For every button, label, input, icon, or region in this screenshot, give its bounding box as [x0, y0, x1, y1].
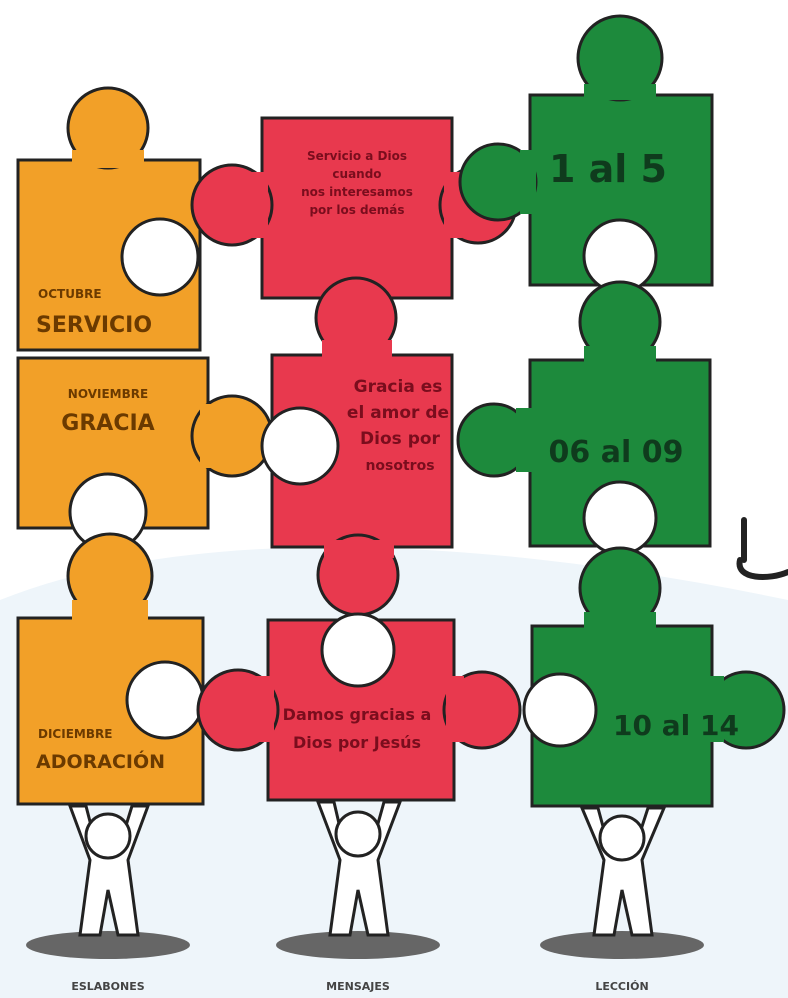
theme-label-servicio: SERVICIO: [36, 313, 152, 338]
message-2-line-2: el amor de: [347, 403, 449, 423]
message-3-line-1: Damos gracias a: [283, 705, 432, 724]
column-label-eslabones: ESLABONES: [71, 980, 144, 993]
figure-left: [26, 804, 190, 959]
column-label-leccion: LECCIÓN: [595, 980, 648, 993]
puzzle-piece-diciembre: [16, 532, 205, 806]
puzzle-piece-leccion-1: [458, 14, 714, 294]
message-1-line-3: nos interesamos: [301, 185, 413, 199]
message-2-line-3: Dios por: [360, 429, 441, 449]
green-column: [456, 14, 786, 808]
figure-middle: [276, 800, 440, 959]
message-3-line-2: Dios por Jesús: [293, 733, 421, 752]
puzzle-piece-octubre: [16, 86, 202, 352]
message-1-line-4: por los demás: [309, 203, 404, 217]
message-2-line-1: Gracia es: [354, 377, 443, 397]
message-2-line-4: nosotros: [365, 458, 434, 474]
lessons-1: 1 al 5: [549, 147, 667, 191]
figure-right: [540, 806, 704, 959]
puzzle-piece-mensaje-3: [196, 612, 522, 802]
month-label-noviembre: NOVIEMBRE: [68, 387, 148, 401]
lessons-3: 10 al 14: [613, 709, 739, 742]
theme-label-gracia: GRACIA: [61, 411, 154, 436]
month-label-diciembre: DICIEMBRE: [38, 727, 112, 741]
message-1-line-1: Servicio a Dios: [307, 149, 407, 163]
puzzle-piece-noviembre: [16, 356, 274, 552]
puzzle-piece-leccion-2: [456, 280, 712, 556]
orange-column: [16, 86, 274, 806]
month-label-octubre: OCTUBRE: [38, 287, 102, 301]
theme-label-adoracion: ADORACIÓN: [36, 749, 165, 773]
lessons-2: 06 al 09: [549, 435, 684, 470]
column-label-mensajes: MENSAJES: [326, 980, 390, 993]
decorative-squiggle: [736, 517, 788, 580]
message-1-line-2: cuando: [332, 167, 381, 181]
puzzle-piece-mensaje-2: [260, 276, 454, 617]
puzzle-piece-leccion-3: [522, 546, 786, 808]
